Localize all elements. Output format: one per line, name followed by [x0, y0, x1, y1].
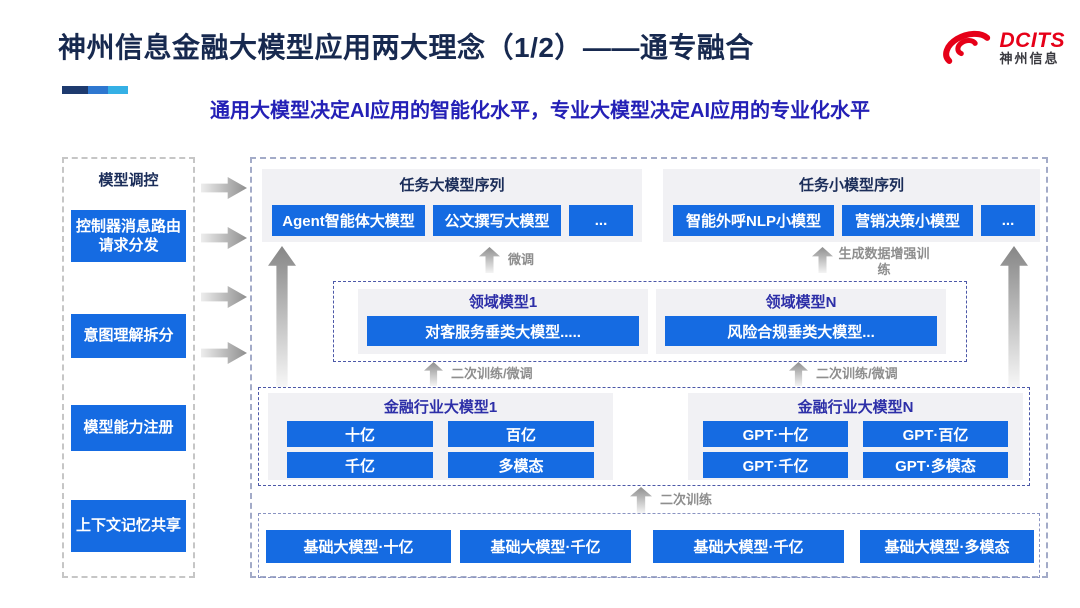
sidebar-item-context: 上下文记忆共享 — [71, 500, 186, 552]
logo-company: 神州信息 — [999, 51, 1060, 67]
page-title: 神州信息金融大模型应用两大理念（1/2）——通专融合 — [58, 32, 754, 63]
right-arrow-icon — [201, 176, 247, 200]
logo-texts: DCITS 神州信息 — [1000, 30, 1066, 66]
model-box-multimodal: 多模态 — [448, 452, 594, 478]
model-box-100b: 千亿 — [287, 452, 433, 478]
sidebar-item-intent: 意图理解拆分 — [71, 314, 186, 358]
sidebar-item-register: 模型能力注册 — [71, 405, 186, 451]
base-model-box-1b: 基础大模型·十亿 — [266, 530, 451, 563]
gen-data-train-label: 生成数据增强训练 — [838, 246, 930, 278]
domain-models-frame — [333, 281, 967, 362]
model-box-gpt-10b: GPT·百亿 — [863, 421, 1008, 447]
model-box-document: 公文撰写大模型 — [433, 205, 561, 236]
model-box-more: ... — [981, 205, 1035, 236]
accent-segment-blue — [88, 86, 108, 94]
panel-title: 任务大模型序列 — [399, 177, 505, 194]
model-box-nlp-callout: 智能外呼NLP小模型 — [673, 205, 834, 236]
retrain-finetune-label-right: 二次训练/微调 — [816, 366, 898, 381]
panel-title: 任务小模型序列 — [798, 177, 904, 194]
retrain-label: 二次训练 — [660, 492, 713, 507]
model-box-more: ... — [569, 205, 633, 236]
model-box-agent: Agent智能体大模型 — [272, 205, 425, 236]
task-large-model-panel: 任务大模型序列 Agent智能体大模型 公文撰写大模型 ... — [262, 169, 642, 242]
model-box-gpt-100b: GPT·千亿 — [703, 452, 848, 478]
base-model-box-100b-a: 基础大模型·千亿 — [460, 530, 631, 563]
right-arrow-icon — [201, 285, 247, 309]
panel-title: 领域模型1 — [468, 294, 538, 311]
accent-bar — [62, 86, 128, 94]
accent-segment-cyan — [108, 86, 128, 94]
base-models-frame: 基础大模型·十亿 基础大模型·千亿 基础大模型·千亿 基础大模型·多模态 — [258, 513, 1040, 578]
panel-title: 领域模型N — [765, 294, 837, 311]
right-arrow-icon — [201, 226, 247, 250]
dcits-logo: DCITS 神州信息 — [940, 18, 1065, 78]
logo-swirl-icon — [943, 30, 991, 64]
base-model-box-100b-b: 基础大模型·千亿 — [653, 530, 844, 563]
accent-segment-navy — [62, 86, 88, 94]
industry-model-1-panel: 金融行业大模型1 十亿 百亿 千亿 多模态 — [268, 393, 613, 480]
logo-brand: DCITS — [999, 29, 1065, 53]
retrain-finetune-label-left: 二次训练/微调 — [451, 366, 533, 381]
model-box-marketing: 营销决策小模型 — [842, 205, 973, 236]
model-box-1b: 十亿 — [287, 421, 433, 447]
sidebar-title: 模型调控 — [98, 172, 159, 189]
slide-subtitle: 通用大模型决定AI应用的智能化水平，专业大模型决定AI应用的专业化水平 — [210, 100, 870, 122]
model-box-gpt-1b: GPT·十亿 — [703, 421, 848, 447]
model-box-customer-service: 对客服务垂类大模型..... — [367, 316, 639, 346]
panel-title: 金融行业大模型N — [797, 399, 914, 416]
industry-models-frame — [258, 387, 1030, 486]
domain-model-n-panel: 领域模型N 风险合规垂类大模型... — [656, 289, 946, 354]
industry-model-n-panel: 金融行业大模型N GPT·十亿 GPT·百亿 GPT·千亿 GPT·多模态 — [688, 393, 1023, 480]
domain-model-1-panel: 领域模型1 对客服务垂类大模型..... — [358, 289, 648, 354]
model-box-10b: 百亿 — [448, 421, 594, 447]
task-small-model-panel: 任务小模型序列 智能外呼NLP小模型 营销决策小模型 ... — [663, 169, 1040, 242]
sidebar-item-router: 控制器消息路由请求分发 — [71, 210, 186, 262]
panel-title: 金融行业大模型1 — [383, 399, 498, 416]
right-arrow-icon — [201, 341, 247, 365]
finetune-label: 微调 — [508, 252, 535, 267]
model-box-gpt-multimodal: GPT·多模态 — [863, 452, 1008, 478]
model-control-sidebar: 模型调控 控制器消息路由请求分发 意图理解拆分 模型能力注册 上下文记忆共享 — [62, 157, 195, 578]
model-box-risk-compliance: 风险合规垂类大模型... — [665, 316, 937, 346]
base-model-box-multimodal: 基础大模型·多模态 — [860, 530, 1034, 563]
